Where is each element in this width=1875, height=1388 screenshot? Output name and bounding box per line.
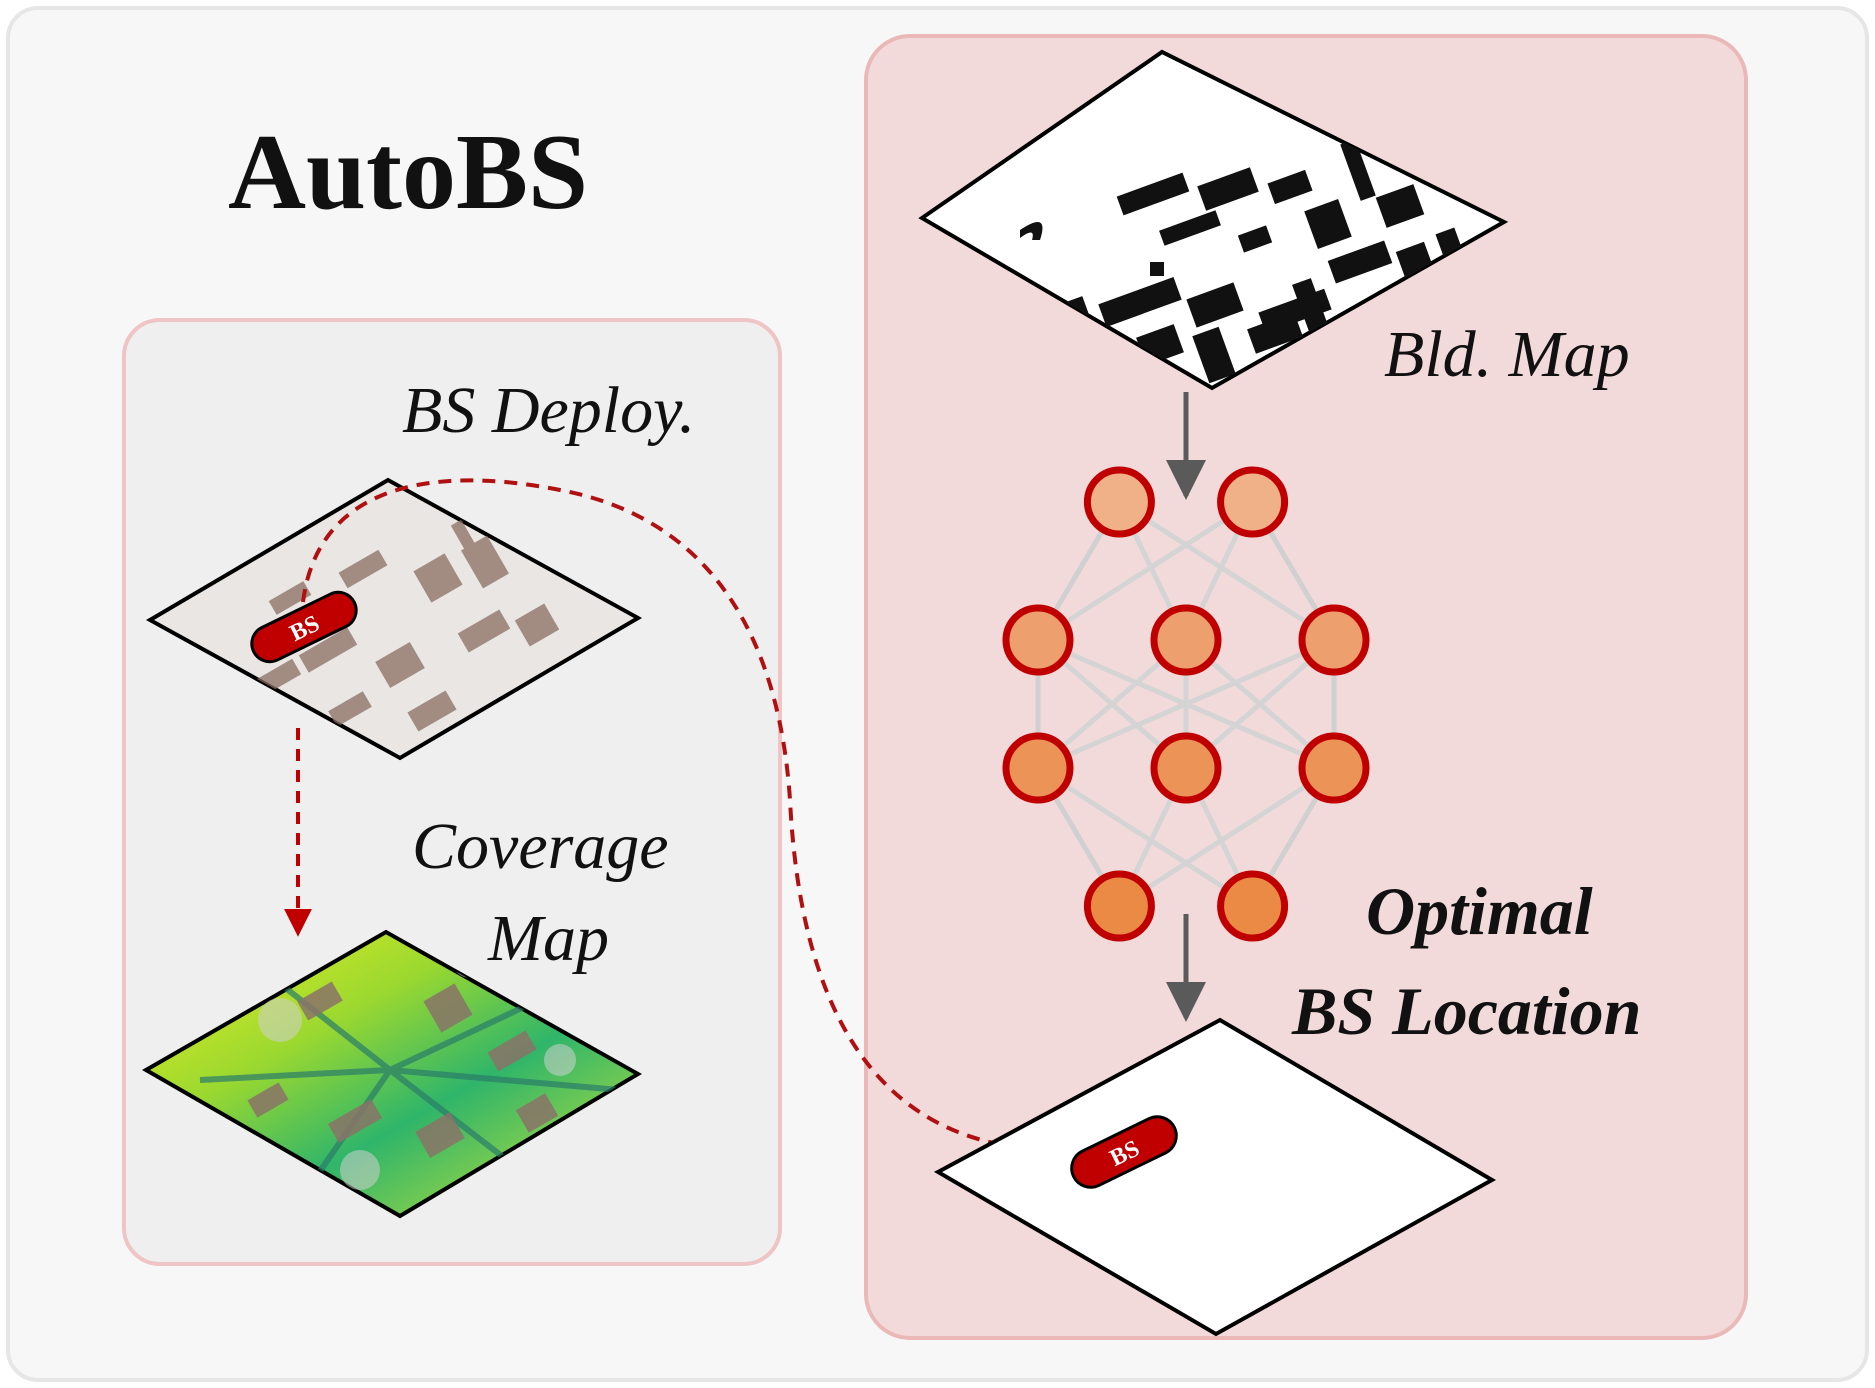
network-node (1083, 466, 1155, 538)
network-node (1083, 870, 1155, 942)
network-edge (1118, 499, 1336, 643)
network-edge (1036, 499, 1254, 643)
network-node (1217, 466, 1289, 538)
bld-map-label: Bld. Map (1384, 318, 1630, 391)
network-node (1298, 604, 1370, 676)
network-nodes (1002, 466, 1370, 942)
bs-badge-deploy: BS (250, 590, 358, 664)
title-text: AutoBS (228, 113, 588, 232)
coverage-map-tile (141, 929, 642, 1219)
coverage-label-line1: Coverage (412, 810, 669, 883)
optimal-label-line1: Optimal (1366, 873, 1593, 949)
bs-deploy-tile: BS (145, 477, 643, 761)
network-node (1002, 604, 1074, 676)
network-edge (1037, 637, 1335, 771)
network-node (1150, 604, 1222, 676)
coverage-label-line2: Map (487, 902, 609, 975)
bs-badge-optimal: BS (1070, 1115, 1178, 1189)
network-node (1002, 732, 1074, 804)
network-node (1217, 870, 1289, 942)
right-panel (864, 34, 1748, 1340)
network-edge (1118, 765, 1336, 909)
optimal-label-line2: BS Location (1291, 973, 1642, 1049)
bs-deploy-label: BS Deploy. (402, 374, 695, 447)
deploy-to-optimal-dashed-curve (301, 478, 1061, 1152)
network-edge (1036, 765, 1254, 909)
optimal-bs-tile: BS (933, 1017, 1497, 1337)
neural-network (1002, 466, 1370, 942)
network-node (1150, 732, 1222, 804)
network-node (1298, 732, 1370, 804)
